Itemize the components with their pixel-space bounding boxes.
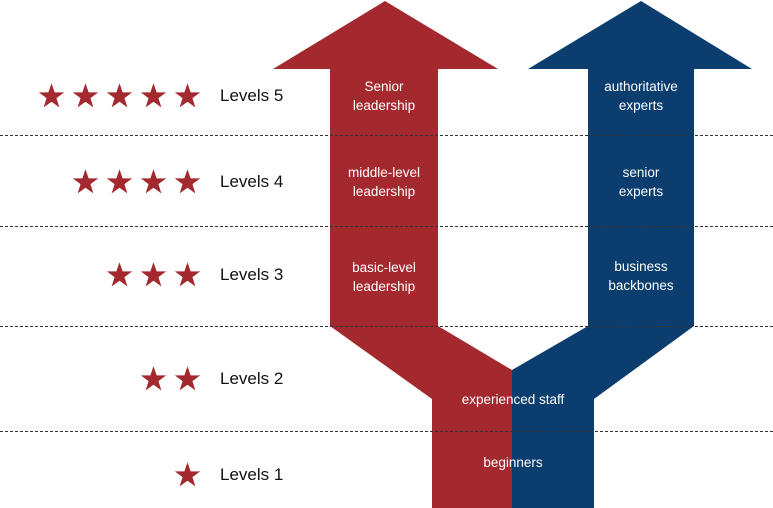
shared-level-2-text: experienced staff (461, 392, 565, 407)
star-icon (106, 261, 133, 286)
star-icon (174, 261, 201, 286)
star-rating (71, 162, 202, 202)
level-label: Levels 3 (220, 265, 284, 284)
star-icon (174, 365, 201, 390)
star-icon (140, 168, 167, 193)
star-icon (174, 461, 201, 486)
star-icon (72, 82, 99, 107)
star-rating (37, 76, 202, 116)
level-row-3: Levels 3 (0, 255, 330, 295)
level-divider (0, 135, 773, 136)
shared-level-1-text: beginners (483, 455, 543, 470)
level-row-2: Levels 2 (0, 359, 330, 399)
level-divider (0, 431, 773, 432)
star-icon (140, 261, 167, 286)
star-rating (139, 359, 202, 399)
star-icon (140, 365, 167, 390)
star-icon (106, 82, 133, 107)
star-icon (174, 168, 201, 193)
level-divider (0, 326, 773, 327)
level-row-1: Levels 1 (0, 455, 330, 495)
star-icon (106, 168, 133, 193)
star-icon (140, 82, 167, 107)
star-rating (105, 255, 202, 295)
star-icon (72, 168, 99, 193)
star-rating (173, 455, 202, 495)
management-arrow (273, 1, 512, 508)
level-label: Levels 1 (220, 465, 284, 484)
level-label: Levels 4 (220, 172, 284, 191)
star-icon (38, 82, 65, 107)
level-label: Levels 2 (220, 369, 284, 388)
level-divider (0, 226, 773, 227)
level-row-5: Levels 5 (0, 76, 330, 116)
star-icon (174, 82, 201, 107)
professional-arrow (512, 1, 752, 508)
level-label: Levels 5 (220, 86, 284, 105)
level-row-4: Levels 4 (0, 162, 330, 202)
